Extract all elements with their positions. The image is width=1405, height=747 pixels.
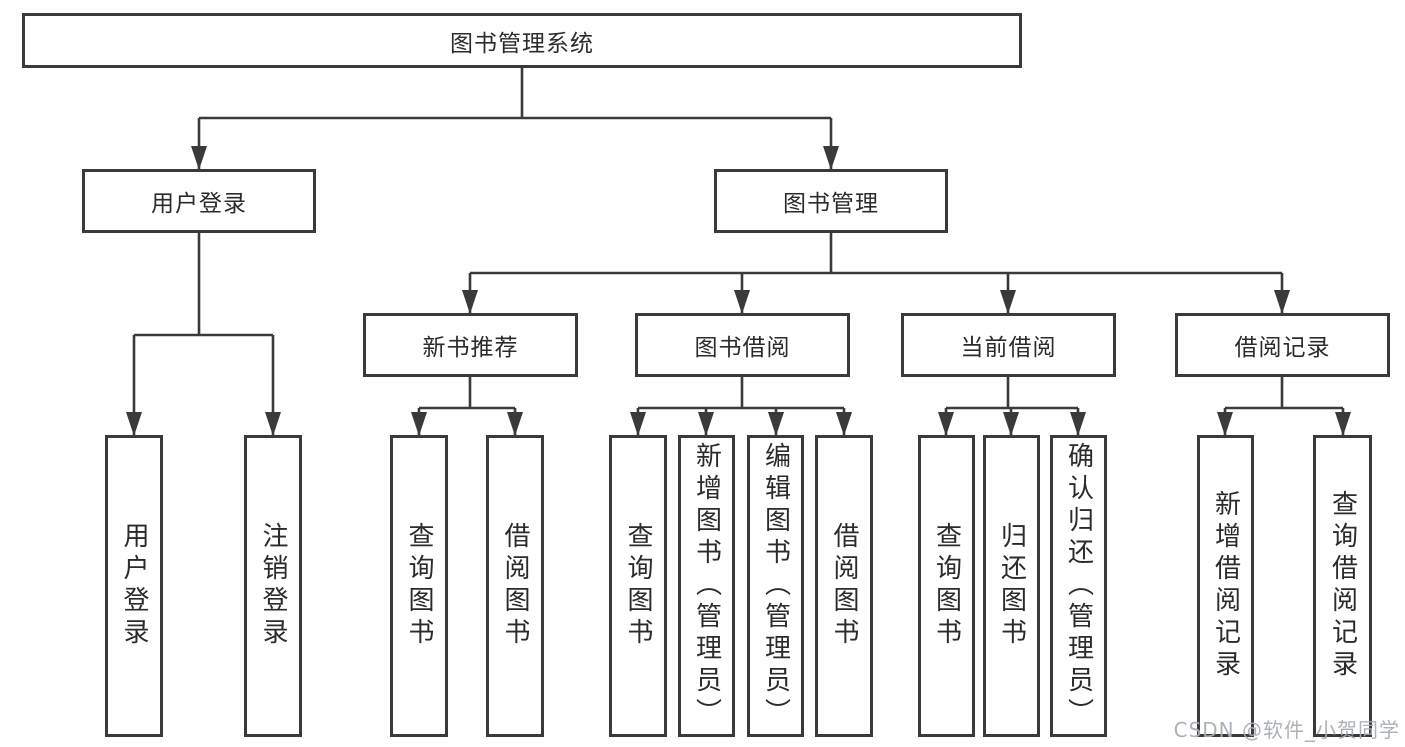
node-system-root-label: 图书管理系统 [450,30,594,57]
leaf-logout: 注销登录 [244,435,302,737]
csdn-watermark: CSDN @软件_小贺同学 [1173,718,1400,742]
node-system-root: 图书管理系统 [22,13,1022,68]
leaf-borrow-books-recommend-label: 借阅图书 [500,522,530,650]
leaf-query-books-borrowing: 查询图书 [609,435,667,737]
leaf-confirm-return-admin: 确认归还（管理员） [1050,435,1107,737]
node-book-management-label: 图书管理 [783,191,879,217]
leaf-add-books-admin: 新增图书（管理员） [678,435,735,737]
node-new-book-recommend-label: 新书推荐 [422,335,519,361]
leaf-logout-label: 注销登录 [258,522,288,650]
leaf-add-borrow-record: 新增借阅记录 [1197,435,1254,737]
node-user-login: 用户登录 [82,169,316,233]
node-borrow-records: 借阅记录 [1175,313,1390,377]
leaf-borrow-books-recommend: 借阅图书 [486,435,544,737]
leaf-query-books-current-label: 查询图书 [931,522,962,650]
leaf-edit-books-admin-label: 编辑图书（管理员） [760,442,791,730]
leaf-return-books: 归还图书 [983,435,1040,737]
leaf-edit-books-admin: 编辑图书（管理员） [747,435,804,737]
node-book-borrowing: 图书借阅 [635,313,850,377]
node-current-borrowing: 当前借阅 [901,313,1116,377]
leaf-add-borrow-record-label: 新增借阅记录 [1210,490,1241,682]
node-book-management: 图书管理 [714,169,948,233]
leaf-borrow-books-borrowing-label: 借阅图书 [829,522,859,650]
leaf-query-borrow-record: 查询借阅记录 [1313,435,1372,737]
leaf-borrow-books-borrowing: 借阅图书 [815,435,873,737]
leaf-query-books-borrowing-label: 查询图书 [623,522,653,650]
leaf-query-borrow-record-label: 查询借阅记录 [1327,490,1358,682]
leaf-query-books-current: 查询图书 [918,435,975,737]
leaf-query-books-recommend-label: 查询图书 [404,522,434,650]
leaf-user-login-label: 用户登录 [119,522,149,650]
leaf-confirm-return-admin-label: 确认归还（管理员） [1063,442,1094,730]
node-borrow-records-label: 借阅记录 [1234,335,1331,361]
leaf-return-books-label: 归还图书 [996,522,1027,650]
node-user-login-label: 用户登录 [151,191,247,217]
leaf-add-books-admin-label: 新增图书（管理员） [691,442,722,730]
leaf-query-books-recommend: 查询图书 [390,435,448,737]
edge-bus-lines [134,68,1343,410]
node-new-book-recommend: 新书推荐 [363,313,578,377]
node-book-borrowing-label: 图书借阅 [694,335,791,361]
leaf-user-login: 用户登录 [105,435,163,737]
node-current-borrowing-label: 当前借阅 [960,335,1057,361]
